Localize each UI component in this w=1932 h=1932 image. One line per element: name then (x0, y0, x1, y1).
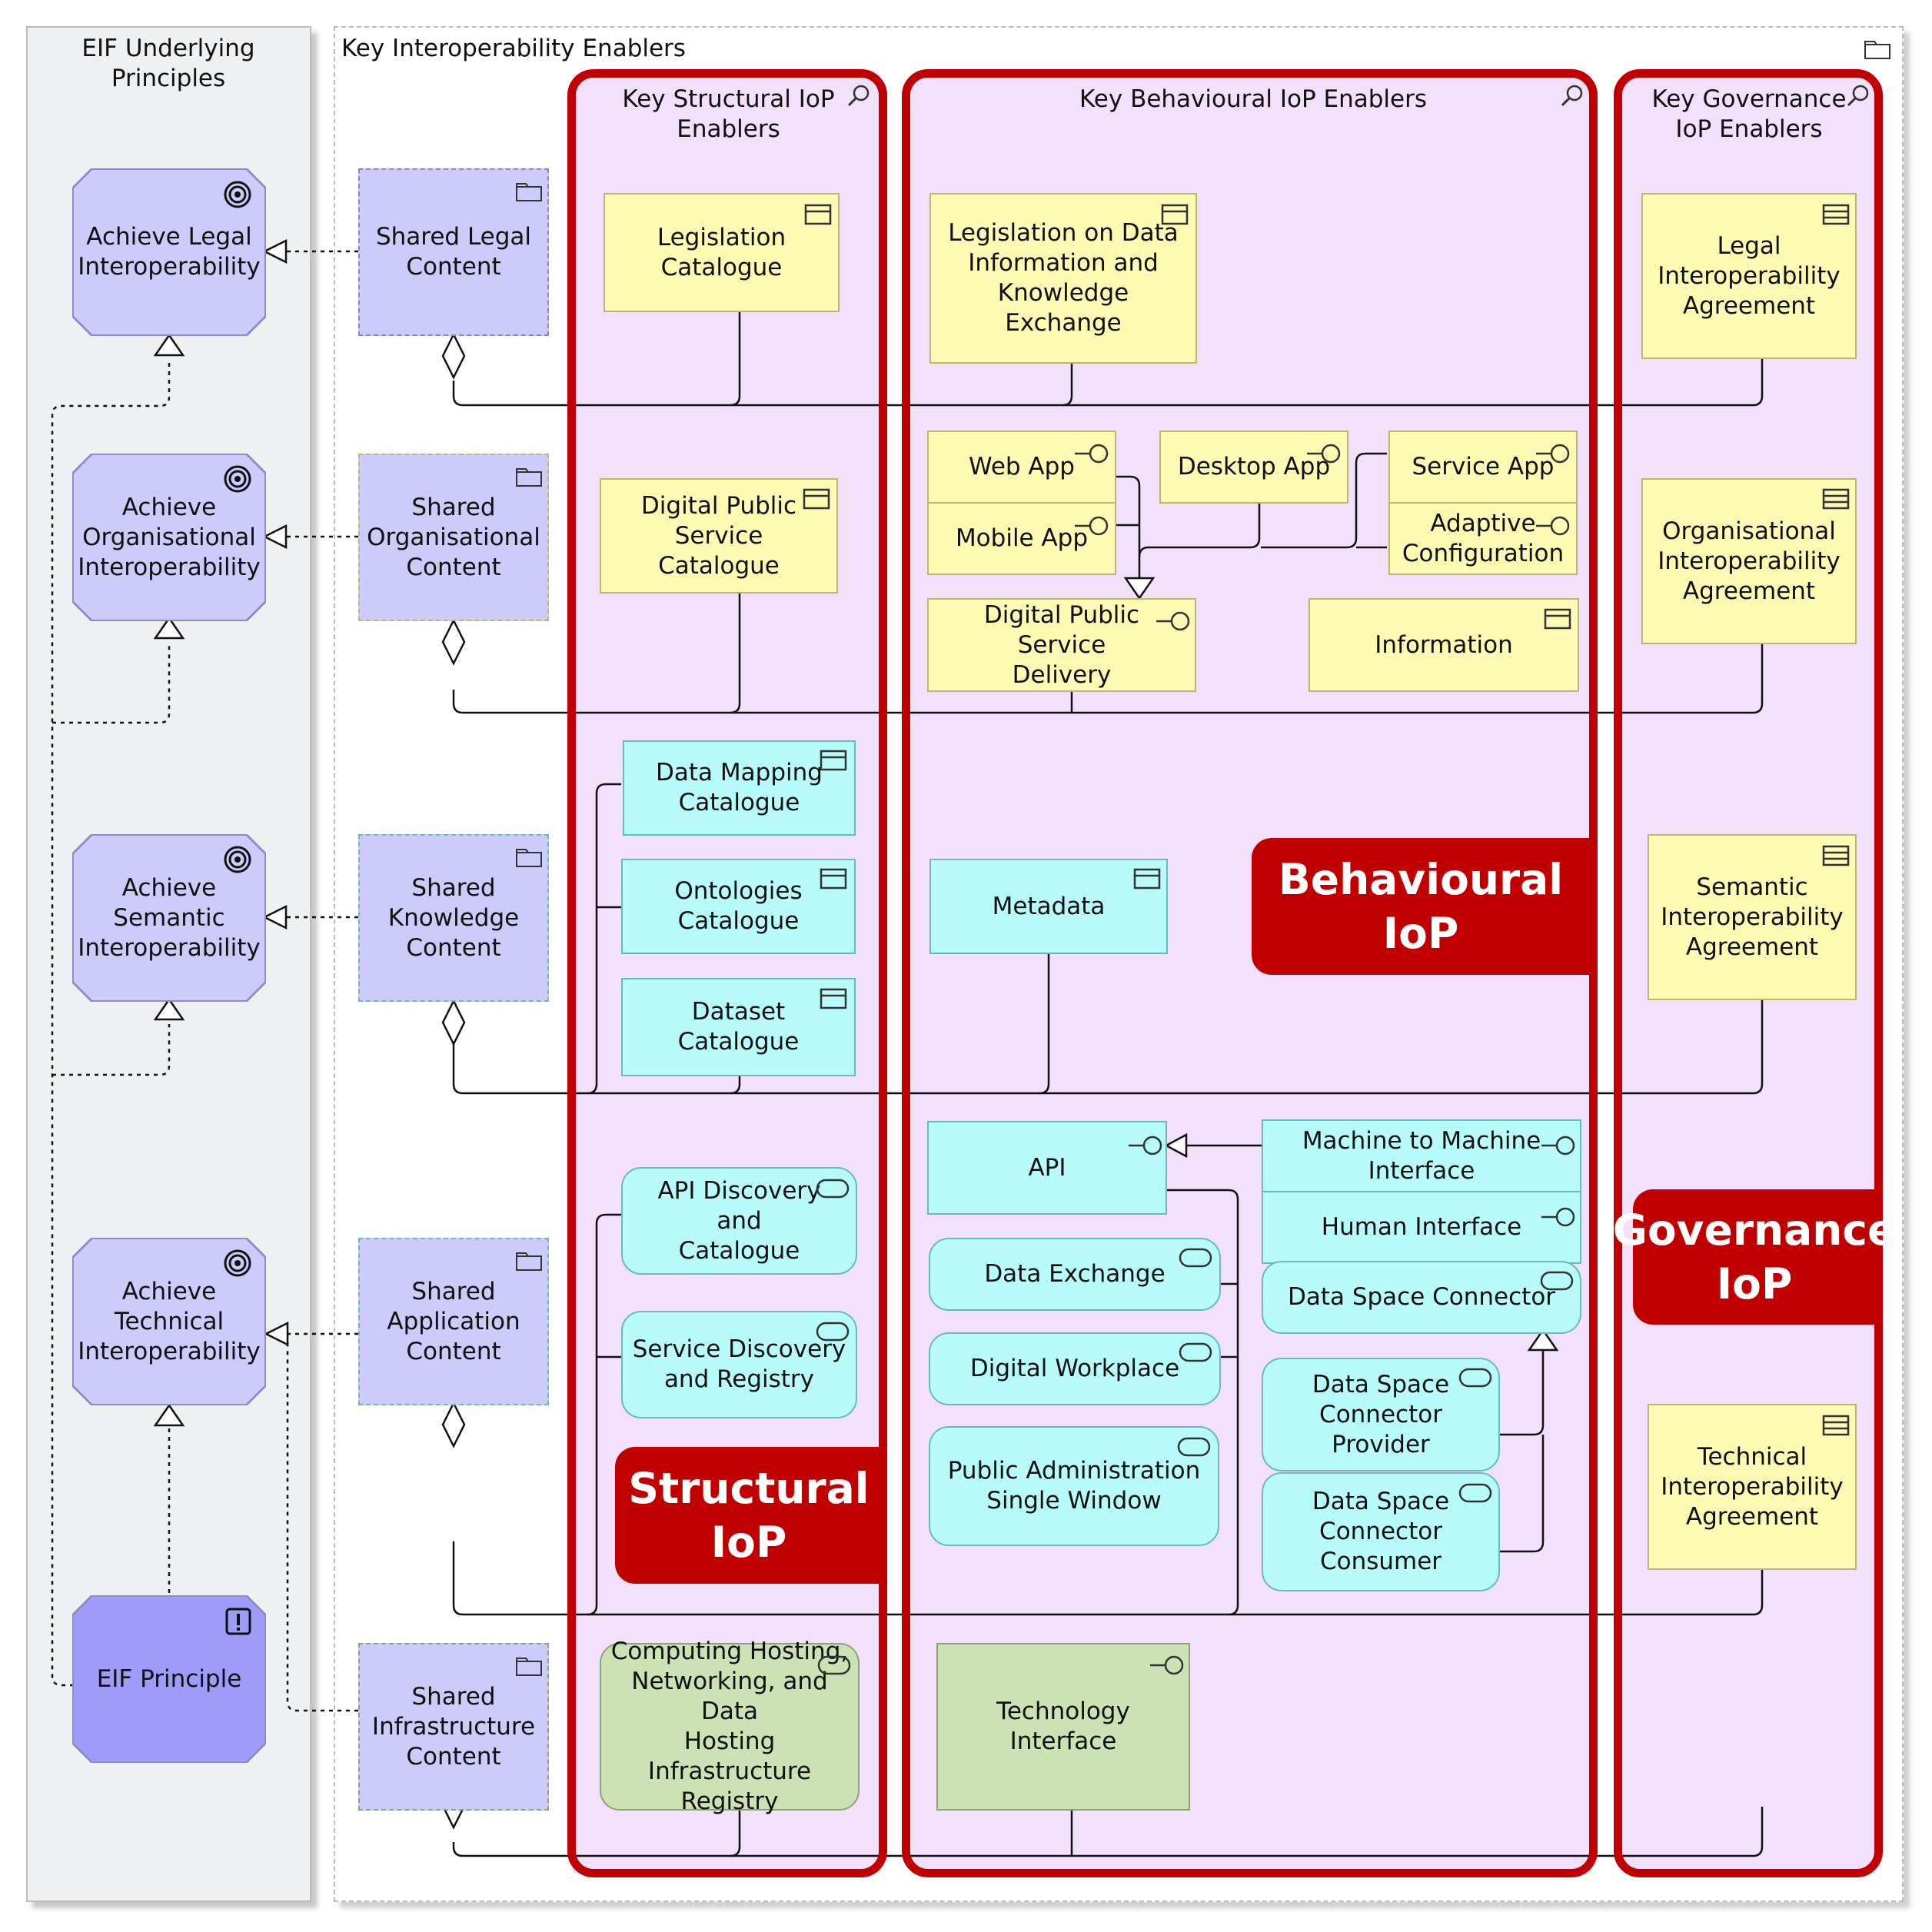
behavioural-iop-frame (902, 69, 1598, 1877)
service-icon (1177, 1437, 1211, 1457)
data-space-connector[interactable]: Data Space Connector (1262, 1261, 1581, 1334)
enablers-title: Key Interoperability Enablers (341, 35, 686, 62)
metadata[interactable]: Metadata (929, 859, 1168, 954)
principle-semantic[interactable]: Achieve Semantic Interoperability (74, 836, 264, 1000)
digital-workplace[interactable]: Digital Workplace (929, 1332, 1221, 1405)
semantic-interoperability-agreement[interactable]: Semantic Interoperability Agreement (1648, 834, 1857, 1000)
service-icon (1458, 1483, 1492, 1503)
principle-organisational[interactable]: Achieve Organisational Interoperability (74, 455, 264, 620)
interface-icon (1541, 1136, 1575, 1156)
data-object-icon (820, 988, 847, 1009)
eif-principle[interactable]: EIF Principle (74, 1597, 264, 1761)
interface-icon (1129, 1136, 1162, 1156)
service-icon (817, 1655, 851, 1675)
data-mapping-catalogue[interactable]: Data Mapping Catalogue (623, 740, 856, 836)
web-app[interactable]: Web App (927, 431, 1116, 504)
behavioural-iop-badge: Behavioural IoP (1252, 838, 1590, 975)
business-object-icon (1544, 608, 1571, 630)
interface-icon (1075, 444, 1109, 464)
business-object-icon (803, 488, 830, 510)
legislation-on-data-exchange[interactable]: Legislation on Data Information and Know… (929, 193, 1197, 364)
data-object-icon (820, 750, 847, 771)
governance-column-title: Key Governance IoP Enablers (1651, 85, 1847, 143)
principles-title: EIF Underlying Principles (81, 35, 255, 92)
adaptive-configuration[interactable]: Adaptive Configuration (1388, 502, 1578, 575)
goal-target-icon (224, 846, 251, 873)
folder-icon (516, 468, 542, 487)
contract-icon (1822, 845, 1850, 866)
interface-icon (1075, 516, 1109, 536)
governance-iop-frame (1614, 69, 1883, 1877)
goal-target-icon (224, 1249, 251, 1277)
service-icon (816, 1179, 850, 1199)
interface-icon (1156, 611, 1190, 631)
computing-hosting-registry[interactable]: Computing Hosting, Networking, and Data … (600, 1638, 860, 1815)
principle-technical[interactable]: Achieve Technical Interoperability (74, 1239, 264, 1404)
organisational-interoperability-agreement[interactable]: Organisational Interoperability Agreemen… (1641, 478, 1857, 644)
contract-icon (1822, 488, 1850, 510)
contract-icon (1822, 1415, 1850, 1436)
service-icon (1540, 1271, 1574, 1291)
behavioural-column-title: Key Behavioural IoP Enablers (1079, 85, 1427, 113)
interface-icon (1536, 444, 1570, 464)
data-exchange[interactable]: Data Exchange (929, 1238, 1221, 1311)
service-app[interactable]: Service App (1388, 431, 1578, 504)
data-object-icon (820, 868, 847, 890)
dataset-catalogue[interactable]: Dataset Catalogue (621, 978, 856, 1076)
machine-to-machine-interface[interactable]: Machine to Machine Interface (1262, 1119, 1581, 1192)
technology-interface[interactable]: Technology Interface (936, 1643, 1190, 1811)
business-object-icon (804, 204, 832, 225)
interface-icon (1541, 1207, 1575, 1227)
goal-target-icon (224, 181, 251, 208)
mobile-app[interactable]: Mobile App (927, 502, 1116, 575)
legislation-catalogue[interactable]: Legislation Catalogue (604, 193, 840, 312)
interface-icon (1536, 516, 1570, 536)
folder-icon (516, 1252, 542, 1271)
goal-target-icon (224, 465, 251, 493)
business-object-icon (1161, 204, 1189, 225)
data-object-icon (1133, 868, 1161, 890)
interface-icon (1307, 444, 1341, 464)
api[interactable]: API (927, 1121, 1167, 1215)
information[interactable]: Information (1309, 598, 1579, 692)
service-icon (1179, 1342, 1212, 1362)
folder-icon (1864, 41, 1890, 59)
data-space-connector-consumer[interactable]: Data Space Connector Consumer (1262, 1472, 1500, 1591)
contract-icon (1822, 204, 1850, 225)
folder-icon (516, 849, 542, 867)
desktop-app[interactable]: Desktop App (1159, 431, 1348, 504)
interface-icon (1150, 1655, 1184, 1675)
structural-iop-badge: Structural IoP (615, 1447, 883, 1584)
service-discovery-and-registry[interactable]: Service Discovery and Registry (621, 1311, 857, 1418)
governance-iop-badge: Governance IoP (1613, 1189, 1896, 1325)
principle-legal[interactable]: Achieve Legal Interoperability (74, 170, 264, 334)
structural-column-title: Key Structural IoP Enablers (622, 85, 835, 143)
service-icon (816, 1322, 850, 1342)
public-administration-single-window[interactable]: Public Administration Single Window (929, 1426, 1219, 1546)
digital-public-service-delivery[interactable]: Digital Public Service Delivery (927, 598, 1196, 692)
ontologies-catalogue[interactable]: Ontologies Catalogue (621, 859, 856, 954)
principle-exclamation-icon (225, 1608, 251, 1635)
service-icon (1458, 1368, 1492, 1388)
structural-iop-frame (567, 69, 887, 1877)
technical-interoperability-agreement[interactable]: Technical Interoperability Agreement (1648, 1404, 1857, 1570)
human-interface[interactable]: Human Interface (1262, 1191, 1581, 1264)
folder-icon (516, 1658, 542, 1676)
legal-interoperability-agreement[interactable]: Legal Interoperability Agreement (1641, 193, 1857, 359)
service-icon (1179, 1248, 1212, 1268)
folder-icon (516, 183, 542, 201)
digital-public-service-catalogue[interactable]: Digital Public Service Catalogue (600, 478, 838, 594)
